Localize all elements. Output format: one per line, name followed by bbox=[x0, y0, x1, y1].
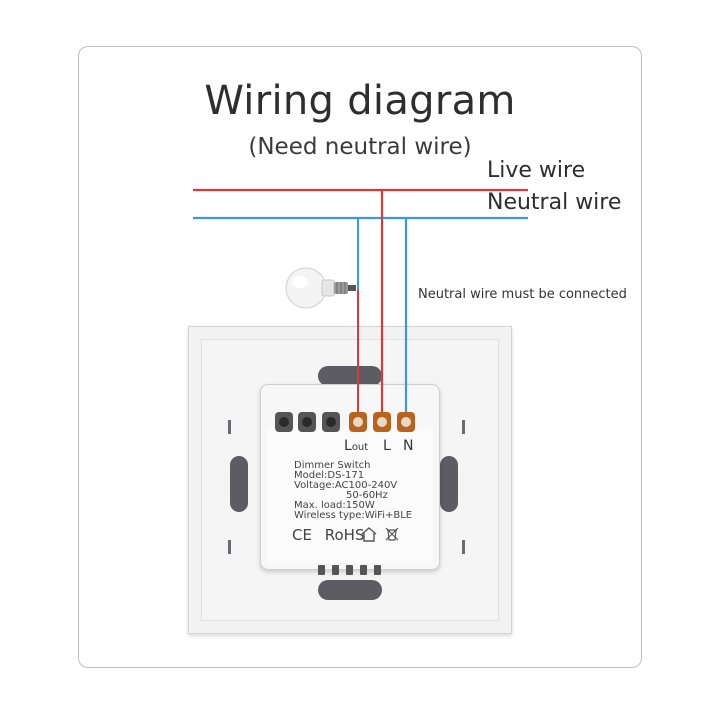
weee-bin-icon bbox=[385, 527, 399, 541]
module-vent bbox=[346, 565, 353, 575]
live-wire-label: Live wire bbox=[487, 158, 586, 183]
terminal-screw bbox=[275, 412, 293, 432]
plate-tick bbox=[462, 540, 465, 554]
rohs-mark: RoHS bbox=[324, 526, 365, 544]
spec-line: Wireless type:WiFi+BLE bbox=[294, 510, 413, 521]
terminal-screw bbox=[298, 412, 316, 432]
module-label-face bbox=[267, 427, 433, 563]
diagram-subtitle: (Need neutral wire) bbox=[248, 134, 472, 160]
spec-line: Voltage:AC100-240V bbox=[294, 480, 398, 491]
neutral-note: Neutral wire must be connected bbox=[418, 287, 627, 302]
house-icon bbox=[361, 527, 377, 542]
light-bulb-icon bbox=[285, 267, 356, 309]
neutral-wire-label: Neutral wire bbox=[487, 190, 622, 215]
ce-mark: CE bbox=[292, 526, 312, 544]
terminal-screw-n bbox=[397, 412, 415, 432]
mounting-slot-left bbox=[230, 456, 248, 512]
plate-tick bbox=[462, 420, 465, 434]
terminal-lout-sub: out bbox=[351, 442, 369, 453]
module-vent bbox=[360, 565, 367, 575]
terminal-label-n: N bbox=[403, 438, 414, 454]
terminal-lout-main: L bbox=[344, 438, 352, 454]
terminal-label-lout: Lout bbox=[344, 438, 368, 454]
dimmer-module bbox=[260, 384, 440, 570]
mounting-slot-bottom bbox=[318, 580, 382, 600]
plate-tick bbox=[228, 540, 231, 554]
terminal-label-l: L bbox=[383, 438, 391, 454]
diagram-title: Wiring diagram bbox=[204, 78, 516, 124]
mounting-slot-top bbox=[318, 366, 382, 386]
mounting-slot-right bbox=[440, 456, 458, 512]
certification-marks: CE RoHS bbox=[292, 526, 372, 544]
plate-tick bbox=[228, 420, 231, 434]
diagram-frame bbox=[78, 46, 642, 668]
spec-line: Model:DS-171 bbox=[294, 470, 365, 481]
terminal-screw bbox=[322, 412, 340, 432]
spec-line: Max. load:150W bbox=[294, 500, 375, 511]
terminal-screw-lout bbox=[349, 412, 367, 432]
module-vent bbox=[332, 565, 339, 575]
module-vent bbox=[318, 565, 325, 575]
spec-line: Dimmer Switch bbox=[294, 460, 371, 471]
spec-line: 50-60Hz bbox=[346, 490, 388, 501]
module-vent bbox=[374, 565, 381, 575]
terminal-screw-l bbox=[373, 412, 391, 432]
